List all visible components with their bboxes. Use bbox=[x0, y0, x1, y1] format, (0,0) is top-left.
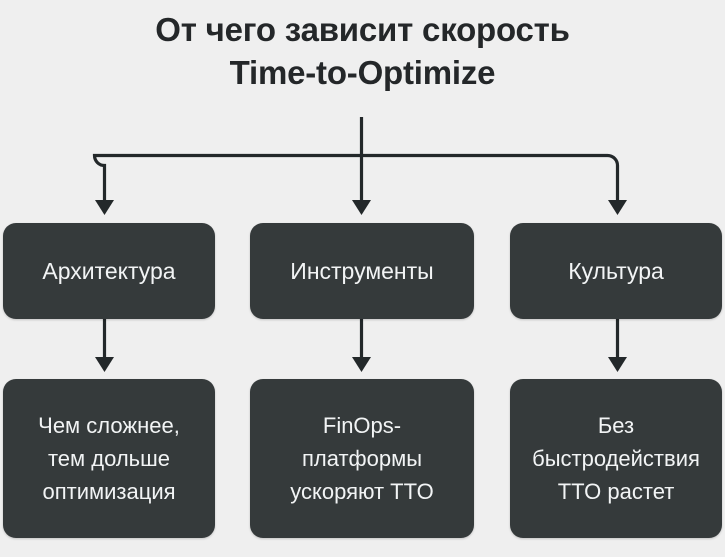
node-factor-architecture-label: Архитектура bbox=[42, 258, 176, 284]
arrowhead-col-1-top bbox=[95, 200, 114, 215]
connector-bus-left bbox=[92, 153, 362, 202]
node-factor-tools[interactable]: Инструменты bbox=[250, 223, 474, 319]
node-factor-tools-label: Инструменты bbox=[290, 258, 434, 284]
connector-bus-right bbox=[361, 153, 620, 202]
arrowhead-col-2-bottom bbox=[352, 357, 371, 372]
node-detail-tools-label: FinOps- платформы ускоряют TTO bbox=[290, 413, 434, 504]
node-detail-architecture[interactable]: Чем сложнее, тем дольше оптимизация bbox=[3, 379, 215, 538]
page-title-line-1: От чего зависит скорость bbox=[155, 11, 570, 48]
node-detail-tools[interactable]: FinOps- платформы ускоряют TTO bbox=[250, 379, 474, 538]
node-detail-architecture-label: Чем сложнее, тем дольше оптимизация bbox=[38, 413, 180, 504]
node-factor-culture-label: Культура bbox=[568, 258, 664, 284]
arrowhead-col-3-bottom bbox=[608, 357, 627, 372]
page-title-line-2: Time-to-Optimize bbox=[229, 54, 496, 91]
node-factor-architecture[interactable]: Архитектура bbox=[3, 223, 215, 319]
node-detail-culture[interactable]: Без быстродействия TTO растет bbox=[510, 379, 722, 538]
arrowhead-col-1-bottom bbox=[95, 357, 114, 372]
arrowhead-col-3-top bbox=[608, 200, 627, 215]
node-factor-culture[interactable]: Культура bbox=[510, 223, 722, 319]
arrowhead-col-2-top bbox=[352, 200, 371, 215]
node-detail-culture-label: Без быстродействия TTO растет bbox=[532, 413, 700, 504]
page-title: От чего зависит скорость Time-to-Optimiz… bbox=[0, 8, 725, 94]
